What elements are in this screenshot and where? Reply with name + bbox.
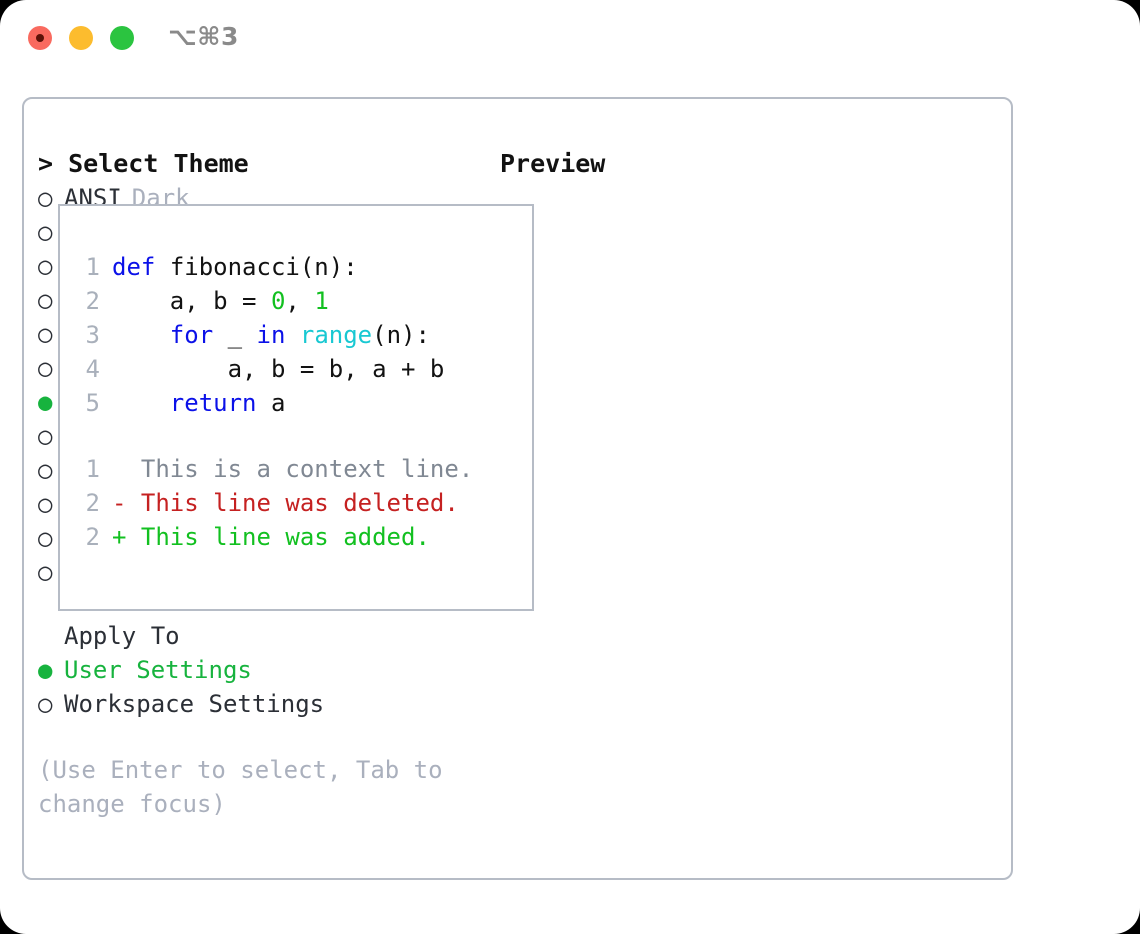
code-line-number: 2 bbox=[85, 287, 100, 315]
diff-preview: 1 This is a context line.2- This line wa… bbox=[74, 452, 474, 554]
radio-unselected-icon[interactable]: ○ bbox=[38, 320, 53, 348]
radio-unselected-icon[interactable]: ○ bbox=[38, 690, 53, 718]
radio-unselected-icon[interactable]: ○ bbox=[38, 456, 53, 484]
diff-line-number: 1 bbox=[85, 455, 100, 483]
code-token bbox=[155, 253, 169, 281]
apply-to-option[interactable]: ● User Settings bbox=[38, 653, 508, 687]
code-token: _ bbox=[213, 321, 257, 349]
radio-selected-icon[interactable]: ● bbox=[38, 656, 53, 684]
code-token: range bbox=[299, 321, 373, 349]
title-bar: ⌥⌘3 bbox=[0, 0, 1140, 76]
diff-line-number: 2 bbox=[85, 489, 100, 517]
code-token: 1 bbox=[314, 287, 329, 315]
code-token bbox=[112, 389, 170, 417]
window-title: ⌥⌘3 bbox=[168, 22, 239, 51]
code-line-number: 1 bbox=[85, 253, 100, 281]
code-token: for bbox=[169, 321, 214, 349]
code-line: 3 for _ in range(n): bbox=[74, 318, 444, 352]
code-token: a bbox=[256, 389, 286, 417]
code-line: 1 def fibonacci(n): bbox=[74, 250, 444, 284]
apply-to-option-label: Workspace Settings bbox=[64, 690, 325, 718]
code-line: 2 a, b = 0, 1 bbox=[74, 284, 444, 318]
diff-line: 2 + This line was added. bbox=[74, 520, 473, 554]
code-line-number: 5 bbox=[85, 389, 100, 417]
code-token: (n): bbox=[372, 321, 430, 349]
radio-unselected-icon[interactable]: ○ bbox=[38, 422, 53, 450]
code-line-number: 3 bbox=[85, 321, 100, 349]
code-line: 4 a, b = b, a + b bbox=[74, 352, 445, 386]
radio-unselected-icon[interactable]: ○ bbox=[38, 218, 53, 246]
code-token bbox=[112, 321, 170, 349]
code-token: , bbox=[285, 287, 315, 315]
code-token: 0 bbox=[270, 287, 286, 315]
code-token: in bbox=[256, 321, 286, 349]
diff-text: This is a context line. bbox=[140, 455, 474, 483]
radio-unselected-icon[interactable]: ○ bbox=[38, 558, 53, 586]
window-controls bbox=[28, 26, 134, 50]
preview-column: Preview bbox=[500, 147, 1000, 181]
code-token: fibonacci(n): bbox=[169, 253, 358, 281]
preview-title: Preview bbox=[500, 149, 606, 178]
apply-to-heading: Apply To bbox=[64, 622, 180, 650]
apply-to-option[interactable]: ○ Workspace Settings bbox=[38, 687, 508, 721]
diff-text: This line was added. bbox=[140, 523, 430, 551]
radio-unselected-icon[interactable]: ○ bbox=[38, 184, 53, 212]
diff-text: This line was deleted. bbox=[140, 489, 459, 517]
diff-sign: - bbox=[112, 489, 141, 517]
radio-unselected-icon[interactable]: ○ bbox=[38, 490, 53, 518]
radio-unselected-icon[interactable]: ○ bbox=[38, 354, 53, 382]
close-button[interactable] bbox=[28, 26, 52, 50]
diff-line: 2- This line was deleted. bbox=[74, 486, 473, 520]
radio-unselected-icon[interactable]: ○ bbox=[38, 252, 53, 280]
code-token: a, b = bbox=[112, 287, 271, 315]
code-token: return bbox=[169, 389, 257, 417]
diff-line: 1 This is a context line. bbox=[74, 452, 474, 486]
code-line: 5 return a bbox=[74, 386, 444, 420]
maximize-button[interactable] bbox=[110, 26, 134, 50]
diff-line-number: 2 bbox=[85, 523, 100, 551]
diff-sign bbox=[112, 455, 141, 483]
radio-unselected-icon[interactable]: ○ bbox=[38, 286, 53, 314]
apply-to-option-label: User Settings bbox=[64, 656, 252, 684]
page-title: > Select Theme bbox=[38, 149, 249, 178]
code-token bbox=[285, 321, 299, 349]
code-token: a, b = b, a + b bbox=[112, 355, 445, 383]
minimize-button[interactable] bbox=[69, 26, 93, 50]
keyboard-hint: (Use Enter to select, Tab to change focu… bbox=[38, 756, 443, 818]
radio-unselected-icon[interactable]: ○ bbox=[38, 524, 53, 552]
apply-to-option-list[interactable]: ● User Settings ○ Workspace Settings bbox=[38, 653, 508, 721]
code-line-number: 4 bbox=[85, 355, 100, 383]
radio-selected-icon[interactable]: ● bbox=[38, 388, 53, 416]
diff-sign: + bbox=[112, 523, 141, 551]
code-token: def bbox=[112, 253, 156, 281]
